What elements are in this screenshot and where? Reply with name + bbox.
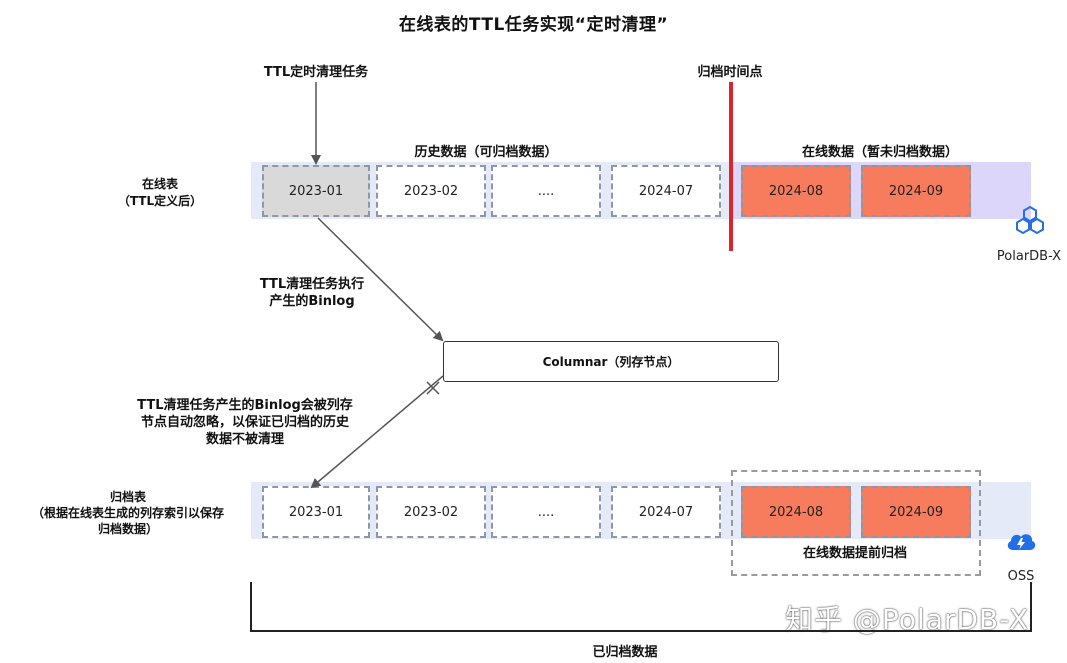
diagram-title: 在线表的TTL任务实现“定时清理” [398,15,669,35]
binlog-ignore-line2: 节点自动忽略，以保证已归档的历史 [140,415,349,430]
polardb-x-label: PolarDB-X [996,249,1062,264]
archived-data-label: 已归档数据 [592,645,658,660]
online-table-label-line2: （TTL定义后） [117,194,203,208]
archive-table-label-line3: 归档数据） [97,522,158,536]
binlog-ignore-line3: 数据不被清理 [205,432,284,447]
online-cell-2023-01: 2023-01 [262,165,370,217]
archive-table-label: 归档表 （根据在线表生成的列存索引以保存 归档数据） [4,489,252,537]
archive-table-label-line2: （根据在线表生成的列存索引以保存 [31,506,224,520]
archive-point-line [729,82,733,251]
binlog-ignore-line1: TTL清理任务产生的Binlog会被列存 [137,398,353,413]
online-data-label: 在线数据（暂未归档数据） [801,145,958,160]
oss-label: OSS [1007,569,1035,584]
ttl-job-label: TTL定时清理任务 [263,65,369,80]
ignored-sync-arrow [310,375,444,489]
archive-point-label: 归档时间点 [697,65,763,80]
online-table-label: 在线表 （TTL定义后） [95,176,225,210]
early-archive-group [731,470,981,576]
archive-cell-2024-09: 2024-09 [861,486,971,538]
columnar-node-box: Columnar（列存节点） [443,341,779,382]
binlog-label-line2: 产生的Binlog [269,294,355,309]
online-table-label-line1: 在线表 [141,177,178,191]
archive-cell-2024-08: 2024-08 [741,486,851,538]
online-cell-2024-09: 2024-09 [861,165,971,217]
archive-cell-2023-01: 2023-01 [262,486,370,538]
binlog-arrow [317,217,444,342]
archived-data-bracket [250,582,1032,632]
oss-cloud-icon [1004,526,1038,554]
history-data-label: 历史数据（可归档数据） [414,145,558,160]
archive-cell-2023-02: 2023-02 [376,486,486,538]
binlog-ignore-label: TTL清理任务产生的Binlog会被列存 节点自动忽略，以保证已归档的历史 数据… [110,397,380,448]
ignore-cross-mark [426,381,440,395]
archive-table-label-line1: 归档表 [109,490,146,504]
binlog-label-line1: TTL清理任务执行 [259,277,365,292]
early-archive-label: 在线数据提前归档 [802,546,907,561]
online-cell-ellipsis: .... [491,165,601,217]
archive-cell-ellipsis: .... [491,486,601,538]
polardb-x-logo-icon [1014,205,1046,237]
online-cell-2024-07: 2024-07 [611,165,721,217]
online-cell-2023-02: 2023-02 [376,165,486,217]
binlog-label: TTL清理任务执行 产生的Binlog [232,276,392,310]
online-cell-2024-08: 2024-08 [741,165,851,217]
archive-cell-2024-07: 2024-07 [611,486,721,538]
